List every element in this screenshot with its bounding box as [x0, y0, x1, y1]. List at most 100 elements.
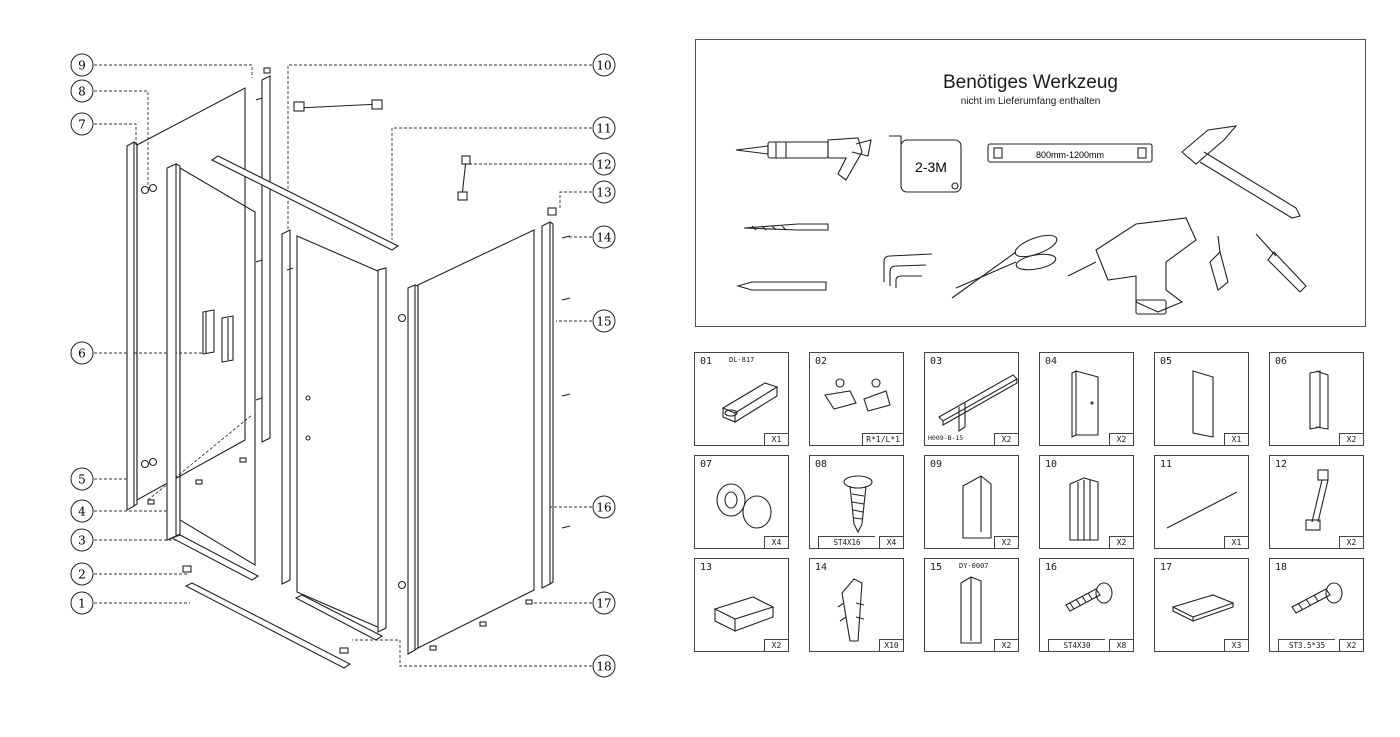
callout-12: 12 [592, 152, 616, 176]
screwdriver-icon [1209, 233, 1307, 293]
hex-keys-icon [883, 253, 933, 288]
callout-1: 1 [70, 591, 94, 615]
callout-6: 6 [70, 341, 94, 365]
center-post [261, 67, 271, 443]
callout-8: 8 [70, 79, 94, 103]
bottom-seal-right [294, 594, 384, 641]
door-profile-right [377, 267, 387, 633]
spirit-level-label: 800mm-1200mm [1036, 150, 1104, 160]
part-number: 06 [1275, 356, 1288, 367]
part-quantity: X2 [1339, 639, 1363, 651]
part-illustration-icon [713, 596, 775, 632]
part-number: 17 [1160, 562, 1173, 573]
spirit-level-icon: 800mm-1200mm [987, 143, 1153, 163]
part-illustration-icon [721, 382, 779, 423]
callout-number: 8 [78, 85, 86, 99]
callout-3: 3 [70, 528, 94, 552]
callout-number: 6 [78, 347, 86, 361]
callout-10: 10 [592, 53, 616, 77]
part-spec: ST4X30 [1048, 639, 1105, 651]
callout-7: 7 [70, 112, 94, 136]
part-number: 16 [1045, 562, 1058, 573]
part-number: 01 [700, 356, 713, 367]
part-quantity: X4 [764, 536, 788, 548]
part-quantity: X10 [879, 639, 903, 651]
pencil-icon [735, 281, 827, 291]
callout-9: 9 [70, 53, 94, 77]
tape-measure-label: 2-3M [915, 159, 947, 175]
part-illustration-icon [843, 475, 873, 534]
part-number: 05 [1160, 356, 1173, 367]
part-quantity: X1 [1224, 536, 1248, 548]
callout-number: 14 [596, 231, 612, 245]
callout-4: 4 [70, 499, 94, 523]
part-number: 07 [700, 459, 713, 470]
callout-18: 18 [592, 654, 616, 678]
part-illustration-icon [716, 483, 772, 529]
callout-number: 9 [78, 59, 86, 73]
callout-16: 16 [592, 495, 616, 519]
part-number: 04 [1045, 356, 1058, 367]
tools-title: Benötiges Werkzeug [943, 72, 1118, 93]
door-profile-middle [281, 229, 291, 585]
callout-number: 2 [78, 568, 86, 582]
part-number: 02 [815, 356, 828, 367]
door-glass-left [179, 167, 256, 566]
part-quantity: X3 [1224, 639, 1248, 651]
part-quantity: X2 [994, 536, 1018, 548]
part-illustration-icon [1071, 370, 1099, 438]
callout-number: 16 [596, 501, 611, 515]
tools-illustrations: 2-3M 800mm-1200mm [735, 125, 1307, 315]
callout-11: 11 [592, 116, 616, 140]
part-number: 14 [815, 562, 828, 573]
part-number: 11 [1160, 459, 1173, 470]
top-arm [293, 99, 383, 112]
part-number: 09 [930, 459, 943, 470]
part-number: 03 [930, 356, 943, 367]
part-quantity: X2 [994, 639, 1018, 651]
part-quantity: X2 [1339, 433, 1363, 445]
callout-2: 2 [70, 562, 94, 586]
callout-number: 13 [596, 186, 611, 200]
part-quantity: X2 [1109, 536, 1133, 548]
part-quantity: X8 [1109, 639, 1133, 651]
callout-number: 10 [596, 59, 611, 73]
pivot-clip [182, 565, 192, 573]
part-number: 13 [700, 562, 713, 573]
part-illustration-icon [1291, 582, 1343, 614]
callout-number: 3 [78, 534, 86, 548]
part-quantity: R*1/L*1 [862, 433, 903, 445]
part-illustration-icon [962, 475, 992, 539]
part-illustration-icon [938, 374, 1018, 433]
callout-number: 17 [596, 597, 611, 611]
part-illustration-icon [837, 578, 865, 642]
callout-13: 13 [592, 180, 616, 204]
part-spec: ST3.5*35 [1278, 639, 1335, 651]
callout-number: 12 [596, 158, 611, 172]
callout-number: 18 [596, 660, 611, 674]
callout-number: 11 [596, 122, 611, 136]
door-glass-right [296, 235, 381, 629]
wall-screws [255, 97, 571, 529]
part-illustration-icon [1171, 594, 1235, 622]
scissors-icon [951, 234, 1058, 299]
part-illustration-icon [1305, 469, 1329, 531]
door-profile-left [166, 163, 181, 541]
floor-clips [147, 457, 533, 654]
